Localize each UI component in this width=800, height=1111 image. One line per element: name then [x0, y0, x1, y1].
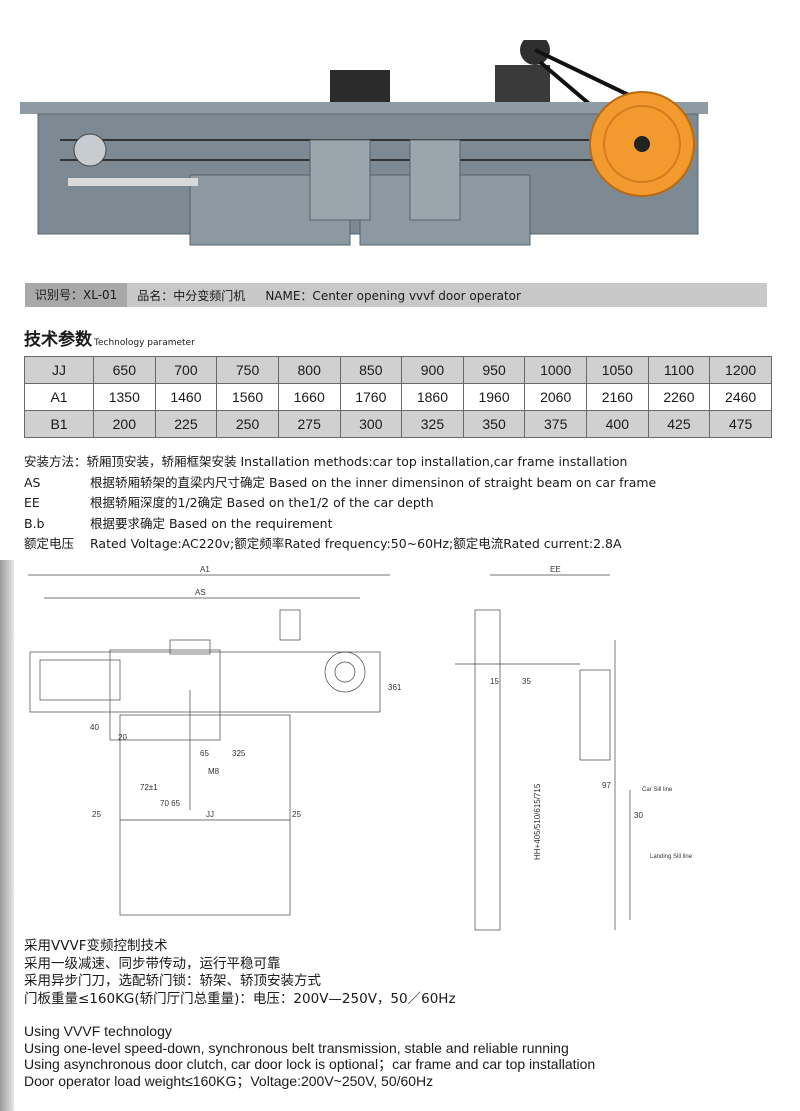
param-cell: 300	[339, 410, 403, 438]
left-shade-decoration	[0, 560, 14, 1111]
param-row-label: JJ	[24, 356, 94, 384]
bb-value: 根据要求确定 Based on the requirement	[90, 515, 333, 531]
param-cell: 1760	[339, 383, 403, 411]
dim-97: 97	[602, 781, 611, 790]
param-cell: 850	[339, 356, 403, 384]
param-cell: 2060	[524, 383, 587, 411]
product-id: 识别号：XL-01	[25, 283, 128, 307]
install-method-text: 安装方法：轿厢顶安装，轿厢框架安装 Installation methods:c…	[24, 454, 628, 469]
param-cell: 750	[216, 356, 279, 384]
installation-notes: 安装方法：轿厢顶安装，轿厢框架安装 Installation methods:c…	[24, 452, 656, 555]
param-cell: 1960	[462, 383, 526, 411]
feature-cn-3: 采用异步门刀，选配轿门锁：轿架、轿顶安装方式	[24, 973, 321, 989]
rated-voltage-value: Rated Voltage:AC220v;额定频率Rated frequency…	[90, 536, 622, 551]
param-cell: 800	[277, 356, 341, 384]
param-cell: 650	[93, 356, 156, 384]
param-cell: 1000	[524, 356, 587, 384]
param-cell: 1200	[709, 356, 772, 384]
dim-65: 65	[200, 749, 209, 758]
feature-en-4: Door operator load weight≤160KG；Voltage:…	[24, 1072, 434, 1089]
param-cell: 1350	[93, 383, 156, 411]
param-cell: 2460	[709, 383, 772, 411]
dim-jj: JJ	[206, 810, 214, 819]
dim-15: 15	[490, 677, 499, 686]
param-cell: 1460	[154, 383, 218, 411]
param-cell: 275	[277, 410, 341, 438]
dim-7065: 70 65	[160, 799, 181, 808]
as-key: AS	[24, 474, 41, 490]
param-row-label: A1	[24, 383, 94, 411]
tech-params-title-en: Technology parameter	[94, 338, 195, 348]
ee-row: EE 根据轿厢深度的1/2确定 Based on the1/2 of the ca…	[24, 493, 656, 514]
ee-key: EE	[24, 495, 40, 510]
param-cell: 350	[462, 410, 526, 438]
landing-sill-line-label: Landing Sill line	[650, 854, 693, 860]
features-en: Using VVVF technology Using one-level sp…	[24, 1023, 595, 1089]
param-cell: 425	[647, 410, 711, 438]
param-cell: 2260	[647, 383, 711, 411]
feature-en-2: Using one-level speed-down, synchronous …	[24, 1039, 569, 1056]
feature-en-1: Using VVVF technology	[24, 1023, 172, 1039]
rated-voltage-key: 额定电压	[24, 536, 75, 551]
dim-a1: A1	[200, 565, 210, 574]
param-cell: 1660	[277, 383, 341, 411]
param-cell: 325	[401, 410, 464, 438]
install-method-row: 安装方法：轿厢顶安装，轿厢框架安装 Installation methods:c…	[24, 452, 656, 473]
door-operator-photo	[20, 40, 708, 246]
rated-voltage-row: 额定电压 Rated Voltage:AC220v;额定频率Rated frequ…	[24, 534, 656, 555]
feature-cn-2: 采用一级减速、同步带传动，运行平稳可靠	[24, 955, 281, 972]
param-cell: 475	[709, 410, 772, 438]
product-id-bar: 识别号：XL-01 品名：中分变频门机 NAME：Center opening …	[25, 283, 767, 307]
dim-40: 40	[90, 723, 99, 732]
dim-20: 20	[118, 733, 127, 742]
dim-m8: M8	[208, 767, 220, 776]
technical-drawing: A1 AS JJ 25 25 361 40 20 65 325 M8 72±1 …	[28, 565, 693, 931]
param-row-label: B1	[24, 410, 94, 438]
tech-params-title-cn: 技术参数	[24, 330, 92, 350]
param-cell: 400	[586, 410, 649, 438]
param-cell: 200	[93, 410, 156, 438]
param-cell: 1050	[586, 356, 649, 384]
dim-25-right: 25	[292, 810, 301, 819]
dim-30: 30	[634, 811, 643, 820]
param-cell: 700	[154, 356, 218, 384]
bb-key: B.b	[24, 515, 45, 531]
as-value: 根据轿厢轿架的直梁内尺寸确定 Based on the inner dimens…	[90, 474, 657, 490]
dim-ee: EE	[550, 565, 561, 574]
param-cell: 950	[462, 356, 526, 384]
dim-hh: HH+405/510/615/715	[533, 783, 542, 860]
dim-as: AS	[195, 588, 206, 597]
product-name-en: NAME：Center opening vvvf door operator	[265, 288, 521, 303]
feature-cn-4: 门板重量≤160KG(轿门厅门总重量)：电压：200V—250V，50／60Hz	[24, 990, 456, 1007]
feature-en-3: Using asynchronous door clutch, car door…	[24, 1056, 596, 1072]
product-name-cn: 品名：中分变频门机	[137, 288, 246, 303]
dim-361: 361	[388, 683, 402, 692]
param-cell: 900	[401, 356, 464, 384]
param-cell: 1860	[401, 383, 464, 411]
ee-value: 根据轿厢深度的1/2确定 Based on the1/2 of the car …	[90, 495, 434, 510]
bb-row: B.b 根据要求确定 Based on the requirement	[24, 514, 656, 535]
param-cell: 225	[154, 410, 218, 438]
features-cn: 采用VVVF变频控制技术 采用一级减速、同步带传动，运行平稳可靠 采用异步门刀，…	[24, 938, 456, 1008]
dim-325: 325	[232, 749, 246, 758]
param-cell: 250	[216, 410, 279, 438]
feature-cn-1: 采用VVVF变频控制技术	[24, 938, 168, 954]
dim-72: 72±1	[140, 783, 158, 792]
dim-25-left: 25	[92, 810, 101, 819]
param-cell: 375	[524, 410, 587, 438]
as-row: AS 根据轿厢轿架的直梁内尺寸确定 Based on the inner dime…	[24, 473, 656, 494]
param-cell: 2160	[586, 383, 649, 411]
param-cell: 1100	[647, 356, 711, 384]
param-cell: 1560	[216, 383, 279, 411]
car-sill-line-label: Car Sill line	[642, 787, 673, 793]
dim-35: 35	[522, 677, 531, 686]
